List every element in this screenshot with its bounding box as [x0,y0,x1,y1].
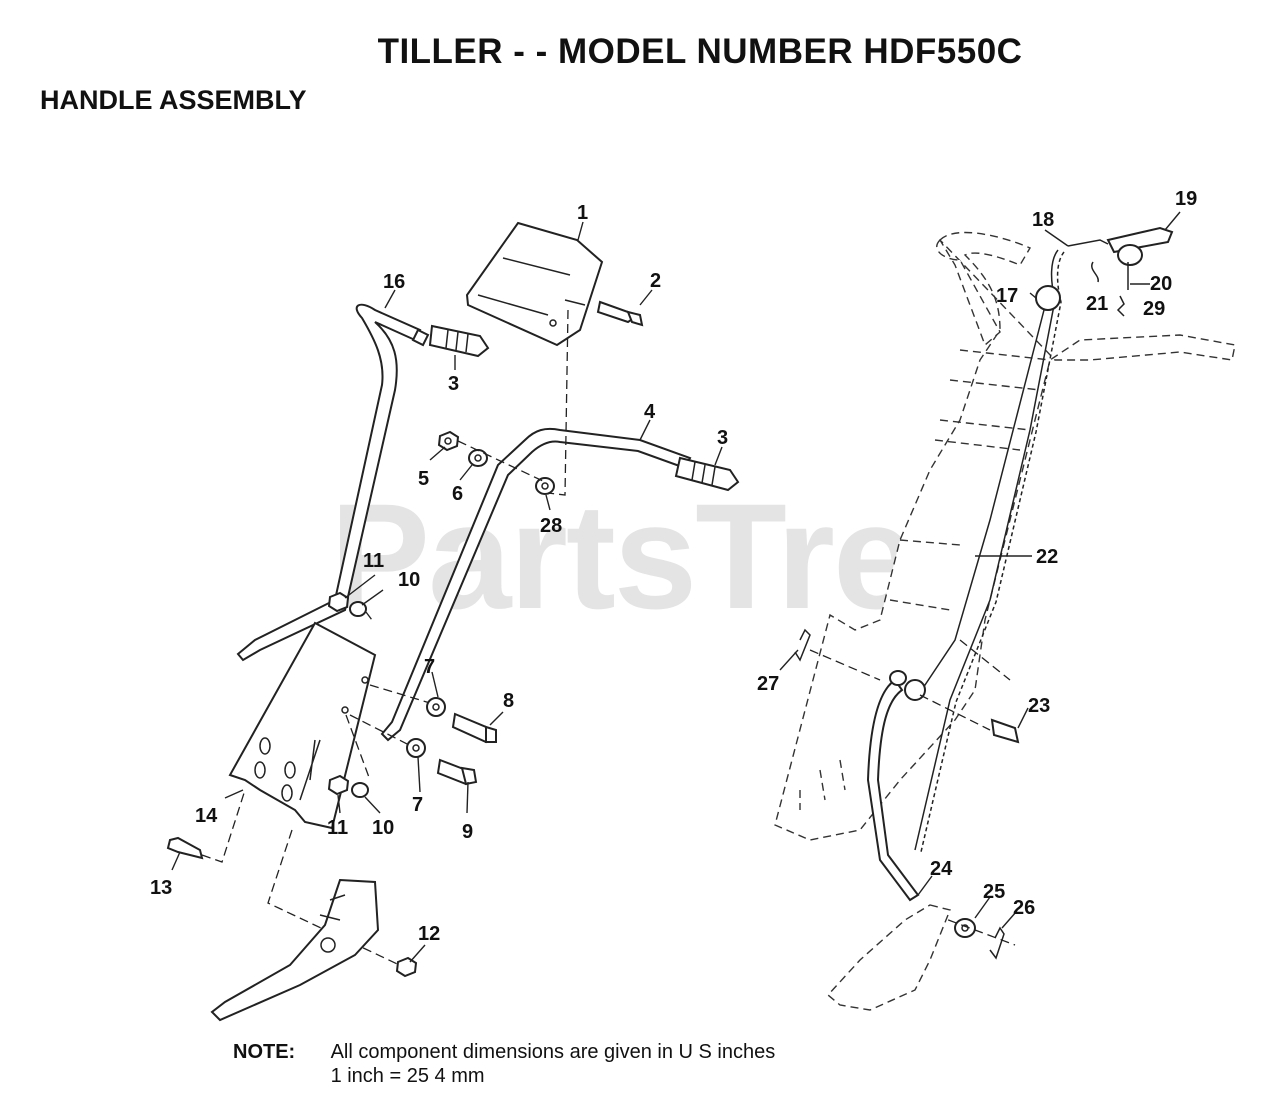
callout-24: 24 [930,858,953,880]
callout-7: 7 [412,794,423,816]
tiller-frame-left [210,878,380,1022]
part-10-washer-lower[interactable] [351,782,369,798]
callout-labels: 1 2 16 3 4 3 5 6 28 11 10 7 8 7 9 11 10 … [150,188,1197,945]
part-25-washer[interactable] [954,918,976,938]
callout-11: 11 [327,817,348,839]
part-5-nut[interactable] [437,430,460,452]
callout-3: 3 [717,427,728,449]
part-6-washer[interactable] [468,449,488,467]
tiller-frame-right [826,904,951,1011]
callout-11: 11 [363,550,384,572]
callout-27: 27 [757,673,779,695]
section-subtitle: HANDLE ASSEMBLY [40,85,307,115]
part-12-nut[interactable] [395,956,418,978]
callout-8: 8 [503,690,514,712]
callout-13: 13 [150,877,172,899]
callout-14: 14 [195,805,218,827]
note-body: All component dimensions are given in U … [331,1040,776,1088]
callout-2: 2 [650,270,661,292]
callout-19: 19 [1175,188,1197,210]
callout-3: 3 [448,373,459,395]
callout-9: 9 [462,821,473,843]
callout-21: 21 [1086,293,1108,315]
part-7-washer-lower[interactable] [406,738,426,758]
part-26-clip[interactable] [989,926,1005,960]
callout-12: 12 [418,923,440,945]
callout-23: 23 [1028,695,1050,717]
part-4-right-handle[interactable] [380,427,692,742]
leader-lines [171,211,1181,963]
part-9-bolt[interactable] [436,758,478,786]
callout-6: 6 [452,483,463,505]
part-8-bolt[interactable] [451,712,497,744]
part-28-washer[interactable] [535,477,555,495]
page-title: TILLER - - MODEL NUMBER HDF550C [377,32,1023,71]
note-label: NOTE: [233,1041,296,1063]
part-1-control-panel[interactable] [465,221,604,347]
callout-10: 10 [398,569,420,591]
callout-28: 28 [540,515,562,537]
callout-16: 16 [383,271,405,293]
callout-22: 22 [1036,546,1058,568]
callout-5: 5 [418,468,429,490]
part-19-lever[interactable] [1106,226,1174,266]
part-3-grip-right[interactable] [674,456,740,492]
callout-17: 17 [996,285,1018,307]
callout-4: 4 [644,401,656,423]
note-line-1: All component dimensions are given in U … [330,1041,776,1063]
callout-7: 7 [424,656,435,678]
callout-1: 1 [577,202,588,224]
part-27-clip[interactable] [794,628,811,662]
note-line-2: 1 inch = 25 4 mm [330,1065,485,1087]
callout-26: 26 [1013,897,1035,919]
callout-25: 25 [983,881,1005,903]
part-10-washer-upper[interactable] [349,601,367,617]
callout-20: 20 [1150,273,1172,295]
part-29-spring[interactable] [1116,295,1125,317]
callout-10: 10 [372,817,394,839]
part-23-pin[interactable] [990,718,1020,744]
callout-18: 18 [1032,209,1054,231]
part-11-nut-lower[interactable] [327,774,350,796]
note-block: NOTE: All component dimensions are given… [233,1040,775,1088]
callout-29: 29 [1143,298,1165,320]
part-11-nut-upper[interactable] [327,591,350,613]
part-3-grip-upper[interactable] [428,324,490,358]
part-13-bolt[interactable] [166,836,204,860]
part-18-cable-end[interactable] [1067,239,1109,247]
part-2-bolt[interactable] [596,300,644,327]
part-21-clip[interactable] [1091,261,1099,283]
part-7-washer-upper[interactable] [426,697,446,717]
part-16-left-handle[interactable] [236,303,430,662]
part-22-control-cable[interactable] [914,249,1065,853]
